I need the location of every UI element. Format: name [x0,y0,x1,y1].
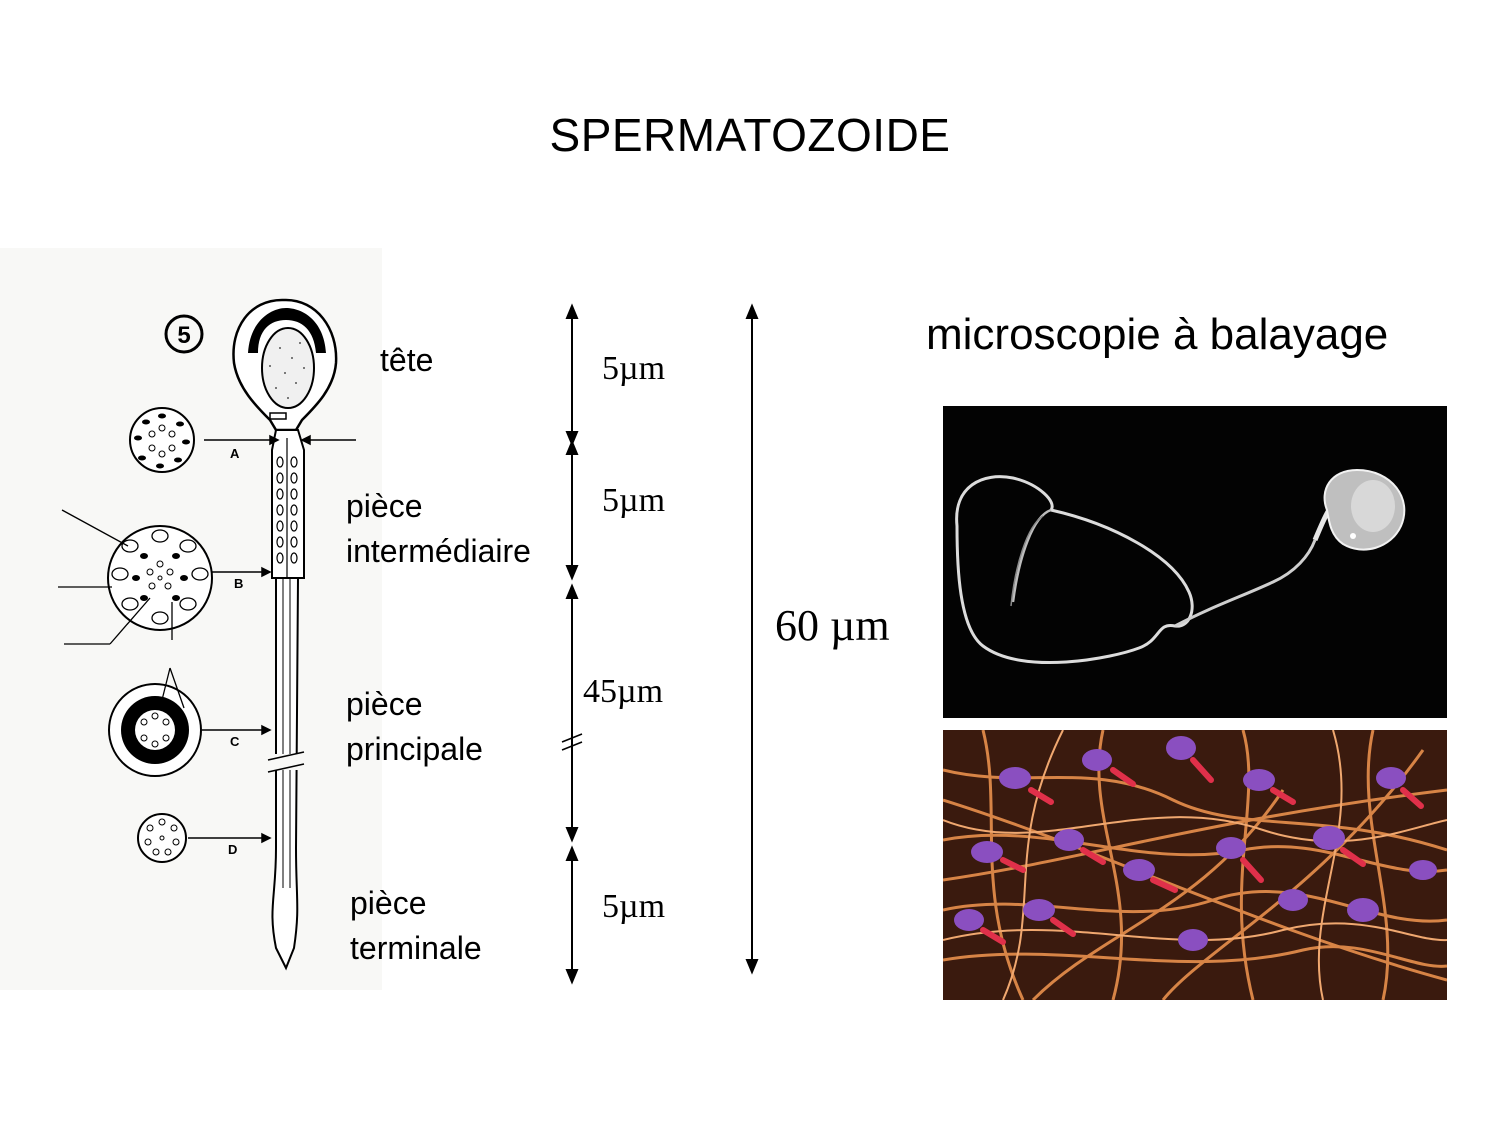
section-letter-c: C [230,734,240,749]
label-head: tête [380,338,433,383]
page-title: SPERMATOZOIDE [0,108,1500,162]
label-midpiece-line2: intermédiaire [346,529,531,574]
label-terminal-line2: terminale [350,926,482,971]
label-principal-line2: principale [346,727,483,772]
cross-section-a [130,408,194,472]
cross-section-d [138,814,186,862]
label-principal-line1: pièce [346,682,423,727]
section-letter-b: B [234,576,243,591]
measure-terminal: 5µm [602,888,665,926]
section-letter-d: D [228,842,237,857]
measure-midpiece: 5µm [602,482,665,520]
measurement-arrows [540,290,800,990]
midpiece-drawing [272,430,304,578]
section-letter-a: A [230,446,240,461]
label-terminal-line1: pièce [350,881,427,926]
photos-heading: microscopie à balayage [926,310,1388,360]
spermatozoon-schematic: 5 [0,248,382,990]
label-midpiece-line1: pièce [346,484,423,529]
measure-head: 5µm [602,350,665,388]
figure-number: 5 [177,322,190,349]
sem-photo-colored-sperm [943,730,1447,1000]
measure-principal: 45µm [583,673,663,711]
measure-total: 60 µm [775,600,890,651]
sem-photo-single-sperm [943,406,1447,718]
